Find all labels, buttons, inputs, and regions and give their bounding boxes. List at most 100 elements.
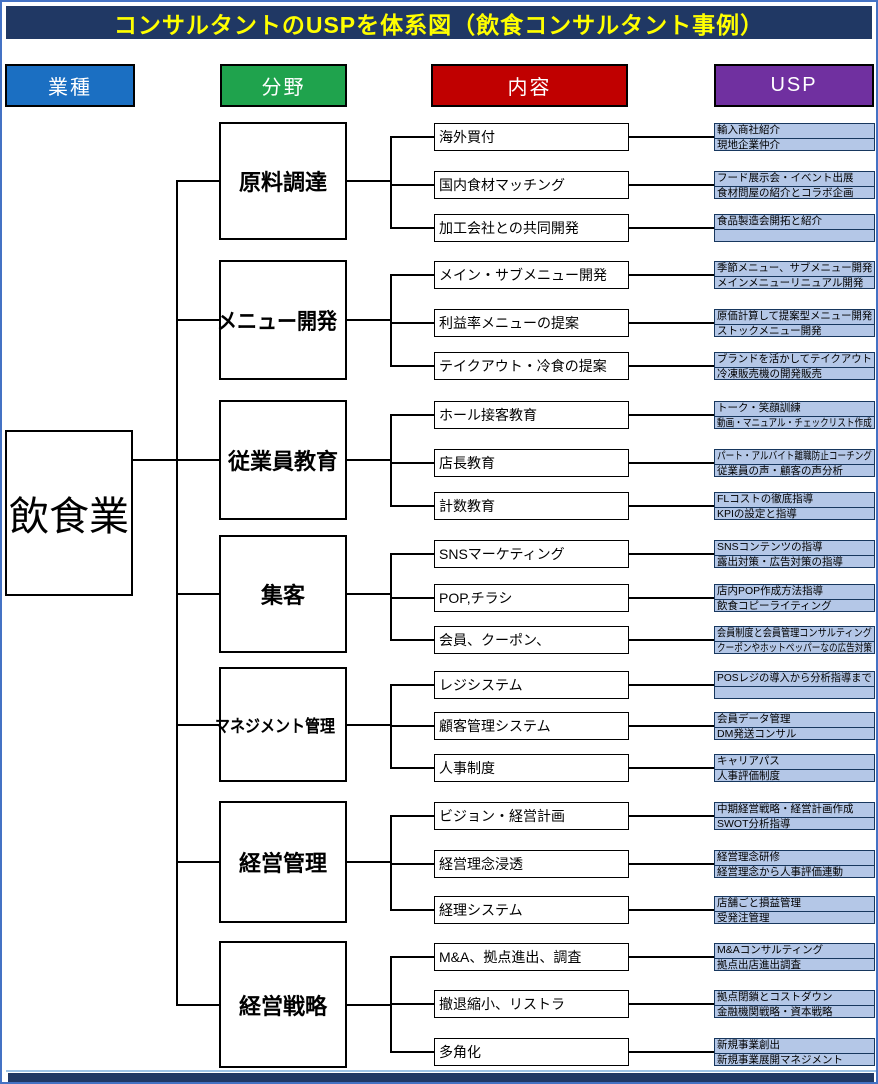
connector-line	[390, 684, 434, 686]
usp-line-2: 冷凍販売機の開発販売	[715, 367, 874, 380]
usp-text: DM発送コンサル	[717, 728, 797, 740]
connector-line	[629, 184, 714, 186]
connector-line	[390, 414, 434, 416]
connector-line	[390, 322, 434, 324]
connector-line	[390, 136, 434, 138]
connector-line	[176, 1004, 219, 1006]
usp-box-s6-i2: 経営理念研修経営理念から人事評価連動	[714, 850, 875, 878]
connector-line	[629, 956, 714, 958]
connector-line	[390, 505, 434, 507]
content-box-s7-i3: 多角化	[434, 1038, 629, 1066]
usp-text: 金融機関戦略・資本戦略	[717, 1006, 833, 1018]
usp-line-2	[715, 686, 874, 699]
content-label: レジシステム	[439, 677, 523, 693]
content-box-s3-i1: ホール接客教育	[434, 401, 629, 429]
usp-text: 食品製造会開拓と紹介	[717, 215, 822, 227]
column-header-label: 業種	[48, 77, 92, 99]
content-label: 加工会社との共同開発	[439, 220, 579, 236]
usp-text: POSレジの導入から分析指導まで	[717, 672, 872, 684]
usp-line-2: メインメニューリニュアル開発	[715, 276, 874, 289]
content-label: 店長教育	[439, 455, 495, 471]
usp-text: 原価計算して提案型メニュー開発	[717, 310, 873, 322]
content-box-s2-i2: 利益率メニューの提案	[434, 309, 629, 337]
field-box-s3: 従業員教育	[219, 400, 347, 520]
content-label: ビジョン・経営計画	[439, 808, 565, 824]
connector-line	[390, 365, 434, 367]
column-header-field: 分野	[220, 64, 347, 107]
usp-text: KPIの設定と指導	[717, 508, 797, 520]
usp-text: ブランドを活かしてテイクアウト	[717, 353, 872, 365]
connector-line	[390, 815, 434, 817]
usp-line-1: POSレジの導入から分析指導まで	[715, 672, 874, 686]
content-label: 計数教育	[439, 498, 495, 514]
usp-box-s6-i3: 店舗ごと損益管理受発注管理	[714, 896, 875, 924]
usp-text: 経営理念研修	[717, 851, 780, 863]
connector-line	[629, 227, 714, 229]
usp-text: 新規事業展開マネジメント	[717, 1054, 843, 1066]
connector-line	[176, 180, 219, 182]
content-box-s7-i1: M&A、拠点進出、調査	[434, 943, 629, 971]
field-box-s6: 経営管理	[219, 801, 347, 923]
connector-line	[390, 1051, 434, 1053]
connector-line	[629, 365, 714, 367]
content-box-s4-i3: 会員、クーポン、	[434, 626, 629, 654]
field-label: 集客	[260, 583, 305, 608]
usp-text: キャリアパス	[717, 755, 780, 767]
usp-box-s3-i2: パート・アルバイト離職防止コーチング従業員の声・顧客の声分析	[714, 449, 875, 477]
connector-line	[176, 459, 219, 461]
connector-line	[629, 505, 714, 507]
usp-line-2: 受発注管理	[715, 911, 874, 924]
connector-line	[347, 459, 392, 461]
usp-line-1: ブランドを活かしてテイクアウト	[715, 353, 874, 367]
connector-line	[347, 1004, 392, 1006]
usp-box-s4-i2: 店内POP作成方法指導飲食コピーライティング	[714, 584, 875, 612]
connector-line	[629, 414, 714, 416]
usp-text: 会員データ管理	[717, 713, 791, 725]
usp-line-2: 露出対策・広告対策の指導	[715, 555, 874, 568]
usp-text: SNSコンテンツの指導	[717, 541, 823, 553]
content-box-s5-i3: 人事制度	[434, 754, 629, 782]
content-label: 撤退縮小、リストラ	[439, 996, 565, 1012]
usp-text: 店舗ごと損益管理	[717, 897, 801, 909]
usp-text: 人事評価制度	[717, 770, 780, 782]
connector-line	[390, 1003, 434, 1005]
industry-box: 飲食業	[5, 430, 133, 596]
usp-line-1: 会員データ管理	[715, 713, 874, 727]
usp-text: フード展示会・イベント出展	[717, 172, 854, 184]
connector-line	[629, 462, 714, 464]
usp-line-2: DM発送コンサル	[715, 727, 874, 740]
bottom-bar	[8, 1073, 874, 1082]
usp-text: クーポンやホットペッパーなの広告対策	[717, 642, 872, 654]
usp-line-1: M&Aコンサルティング	[715, 944, 874, 958]
column-header-industry: 業種	[5, 64, 135, 107]
connector-line	[390, 597, 434, 599]
sub-trunk-line	[390, 414, 392, 507]
connector-line	[390, 909, 434, 911]
field-label: マネジメント管理	[215, 717, 335, 736]
usp-line-1: キャリアパス	[715, 755, 874, 769]
usp-line-1: 会員制度と会員管理コンサルティング	[715, 627, 874, 641]
usp-line-1: 輸入商社紹介	[715, 124, 874, 138]
connector-line	[629, 136, 714, 138]
usp-text: 季節メニュー、サブメニュー開発	[717, 262, 873, 274]
content-label: 利益率メニューの提案	[439, 315, 579, 331]
usp-box-s4-i1: SNSコンテンツの指導露出対策・広告対策の指導	[714, 540, 875, 568]
usp-line-2: 人事評価制度	[715, 769, 874, 782]
usp-text: 食材問屋の紹介とコラボ企画	[717, 187, 854, 199]
usp-line-1: 経営理念研修	[715, 851, 874, 865]
usp-line-1: SNSコンテンツの指導	[715, 541, 874, 555]
content-box-s5-i2: 顧客管理システム	[434, 712, 629, 740]
usp-text: 会員制度と会員管理コンサルティング	[717, 627, 872, 639]
connector-line	[176, 724, 219, 726]
connector-line	[390, 767, 434, 769]
usp-line-2: 現地企業仲介	[715, 138, 874, 151]
content-box-s6-i3: 経理システム	[434, 896, 629, 924]
connector-line	[176, 861, 219, 863]
content-label: 海外買付	[439, 129, 495, 145]
usp-line-1: 新規事業創出	[715, 1039, 874, 1053]
column-header-content: 内容	[431, 64, 628, 107]
connector-line	[629, 1003, 714, 1005]
connector-line	[347, 593, 392, 595]
usp-box-s2-i3: ブランドを活かしてテイクアウト冷凍販売機の開発販売	[714, 352, 875, 380]
